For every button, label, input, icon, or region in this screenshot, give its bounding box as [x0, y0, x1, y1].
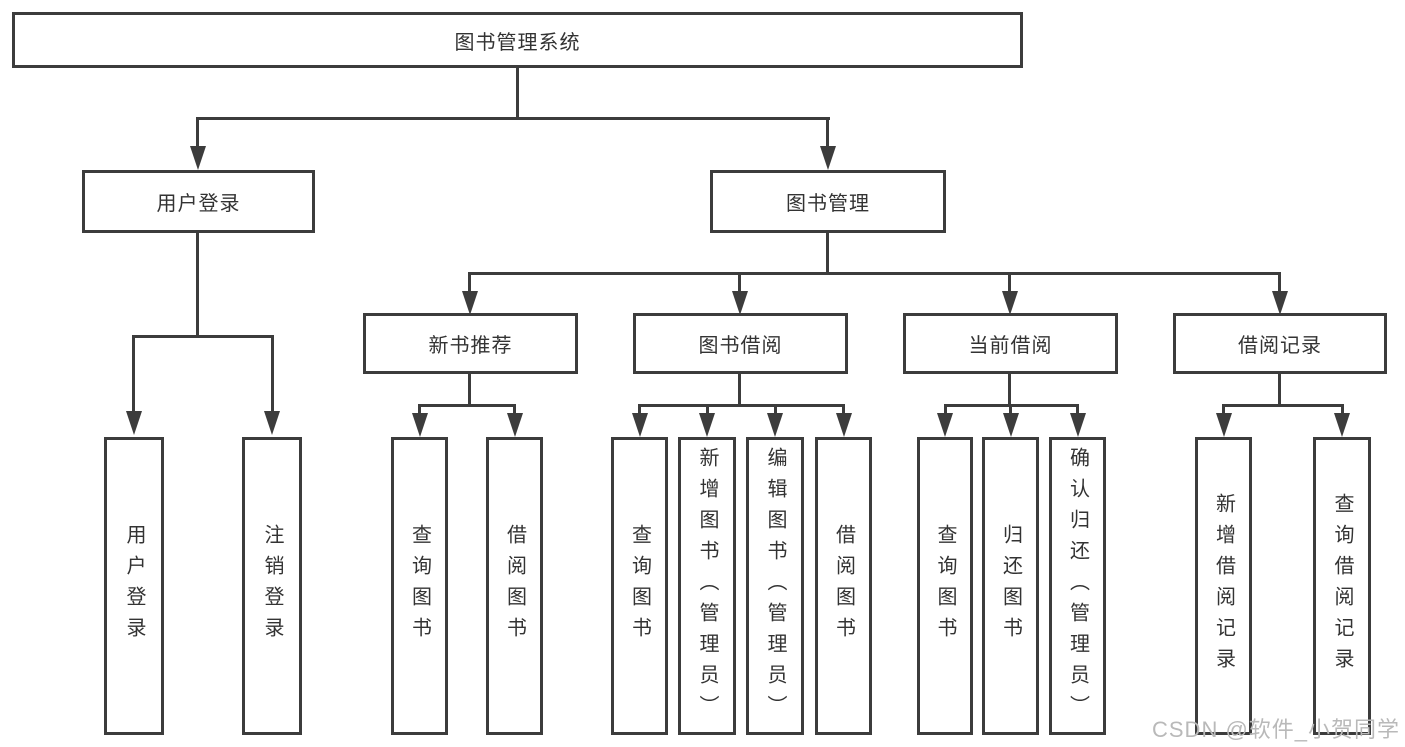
connector-line	[1341, 404, 1344, 414]
connector-line	[738, 272, 741, 292]
node-leaf-logout: 注销登录	[242, 437, 302, 735]
node-label: 查询图书	[408, 524, 431, 648]
node-label: 借阅图书	[503, 524, 526, 648]
connector-line	[196, 117, 199, 146]
node-label: 当前借阅	[968, 335, 1053, 357]
node-label: 编辑图书（管理员）	[764, 446, 786, 726]
node-query-books-3: 查询图书	[917, 437, 973, 735]
connector-book-mgmt-stem	[826, 233, 829, 272]
connector-level2-bar	[197, 117, 830, 120]
connector-line	[271, 335, 274, 411]
arrowhead-down	[732, 291, 748, 315]
node-label: 新书推荐	[428, 335, 513, 357]
node-new-book-recommendation: 新书推荐	[363, 313, 578, 374]
node-current-borrowing: 当前借阅	[903, 313, 1118, 374]
arrowhead-down	[1070, 413, 1086, 437]
connector-line	[1076, 404, 1079, 414]
connector-level3-bar	[469, 272, 1281, 275]
arrowhead-down	[1003, 413, 1019, 437]
arrowhead-down	[264, 411, 280, 435]
node-label: 借阅图书	[832, 524, 855, 648]
arrowhead-down	[767, 413, 783, 437]
arrowhead-down	[699, 413, 715, 437]
node-return-books: 归还图书	[982, 437, 1039, 735]
node-label: 图书管理系统	[454, 31, 581, 54]
arrowhead-down	[1272, 291, 1288, 315]
node-label: 查询图书	[628, 524, 651, 648]
arrowhead-down	[507, 413, 523, 437]
connector-user-login-stem	[196, 233, 199, 335]
arrowhead-down	[190, 146, 206, 170]
connector-root-stem	[516, 68, 519, 117]
arrowhead-down	[632, 413, 648, 437]
node-label: 注销登录	[261, 524, 283, 648]
node-borrow-books-1: 借阅图书	[486, 437, 543, 735]
node-book-borrowing: 图书借阅	[633, 313, 848, 374]
node-edit-book-admin: 编辑图书（管理员）	[746, 437, 804, 735]
node-label: 图书管理	[786, 193, 870, 215]
node-query-books-1: 查询图书	[391, 437, 448, 735]
connector-group-stem	[468, 374, 471, 404]
node-add-borrow-record: 新增借阅记录	[1195, 437, 1252, 735]
node-label: 归还图书	[999, 524, 1022, 648]
arrowhead-down	[937, 413, 953, 437]
node-label: 查询借阅记录	[1331, 493, 1353, 679]
arrowhead-down	[1002, 291, 1018, 315]
node-confirm-return-admin: 确认归还（管理员）	[1049, 437, 1106, 735]
node-query-borrow-record: 查询借阅记录	[1313, 437, 1371, 735]
node-label: 用户登录	[123, 524, 145, 648]
connector-line	[1008, 272, 1011, 292]
arrowhead-down	[836, 413, 852, 437]
connector-line	[842, 404, 845, 414]
connector-line	[774, 404, 777, 414]
connector-group-stem	[1278, 374, 1281, 404]
node-label: 借阅记录	[1238, 335, 1322, 357]
connector-user-login-bar	[132, 335, 274, 338]
node-borrowing-records: 借阅记录	[1173, 313, 1387, 374]
node-label: 查询图书	[934, 524, 956, 648]
connector-group-stem	[738, 374, 741, 404]
arrowhead-down	[820, 146, 836, 170]
arrowhead-down	[1334, 413, 1350, 437]
arrowhead-down	[462, 291, 478, 315]
node-leaf-user-login: 用户登录	[104, 437, 164, 735]
node-label: 用户登录	[156, 193, 241, 215]
node-label: 图书借阅	[698, 335, 783, 357]
arrowhead-down	[126, 411, 142, 435]
connector-line	[513, 404, 516, 414]
node-query-books-2: 查询图书	[611, 437, 668, 735]
connector-line	[944, 404, 947, 414]
connector-line	[418, 404, 421, 414]
csdn-watermark: CSDN @软件_小贺同学	[1152, 717, 1401, 742]
node-label: 新增借阅记录	[1212, 493, 1235, 679]
connector-line	[468, 272, 471, 292]
connector-line	[1222, 404, 1225, 414]
connector-group-stem	[1008, 374, 1011, 404]
connector-group-bar	[418, 404, 516, 407]
connector-line	[1009, 404, 1012, 414]
node-library-management-system: 图书管理系统	[12, 12, 1023, 68]
node-user-login-branch: 用户登录	[82, 170, 315, 233]
connector-line	[132, 335, 135, 411]
arrowhead-down	[1216, 413, 1232, 437]
arrowhead-down	[412, 413, 428, 437]
connector-group-bar	[1222, 404, 1344, 407]
connector-group-bar	[638, 404, 845, 407]
connector-line	[706, 404, 709, 414]
node-book-management: 图书管理	[710, 170, 946, 233]
node-borrow-books-2: 借阅图书	[815, 437, 872, 735]
node-label: 确认归还（管理员）	[1066, 446, 1089, 726]
node-add-book-admin: 新增图书（管理员）	[678, 437, 736, 735]
connector-line	[1278, 272, 1281, 292]
node-label: 新增图书（管理员）	[696, 446, 718, 726]
connector-line	[638, 404, 641, 414]
connector-line	[826, 117, 829, 146]
